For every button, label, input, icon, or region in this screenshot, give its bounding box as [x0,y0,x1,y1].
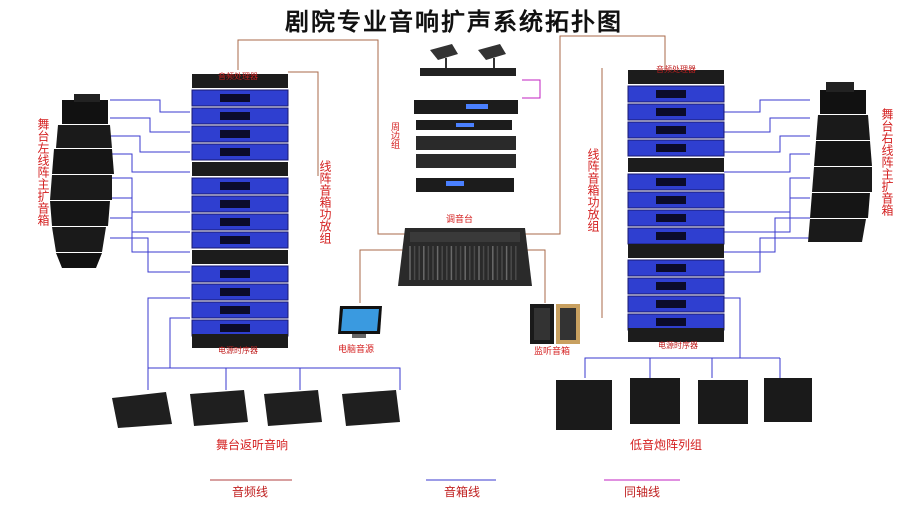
label-pc-source: 电脑音源 [338,345,375,355]
label-left-processor: 音频处理器 [218,72,258,81]
amplifier-display [220,270,250,278]
legend-audio-line: 音频线 [232,485,269,499]
signal-lines [110,35,810,390]
coax-line-mics [522,79,541,99]
left-line-array [50,94,114,268]
subwoofer-row [556,378,812,430]
label-right-sequencer: 电源时序器 [658,341,698,350]
amplifier-display [656,126,686,134]
speaker-lines-right [584,99,810,378]
amplifier-display [656,318,686,326]
speaker-lines-left [110,99,401,390]
amplifier-display [220,112,250,120]
topology-diagram: 剧院专业音响扩声系统拓扑图 [36,7,894,499]
amplifier-display [656,282,686,290]
amplifier-display [656,144,686,152]
amplifier-display [656,196,686,204]
diagram-title: 剧院专业音响扩声系统拓扑图 [285,7,623,36]
label-line-array-amp-right: 线阵音箱功放组 [586,148,600,232]
stage-monitor-row [112,390,400,428]
peripheral-rack [414,100,518,192]
label-peripheral-group: 周边组 [389,122,399,149]
diagram-canvas [50,35,872,481]
amplifier-display [656,90,686,98]
amplifier-display [220,200,250,208]
wireless-mic-receiver [420,44,516,76]
audio-line-monitor [525,249,546,303]
amplifier-display [656,232,686,240]
amplifier-display [220,218,250,226]
audio-line-right-top [525,35,666,235]
left-rack [191,74,289,348]
amplifier-display [656,264,686,272]
left-amp-group-1 [191,89,289,161]
amplifier-display [220,324,250,332]
label-right-processor: 音频处理器 [656,65,696,74]
label-monitor-speaker: 监听音箱 [534,347,571,357]
legend-speaker-line: 音箱线 [444,485,481,499]
amplifier-display [220,94,250,102]
amplifier-display [220,148,250,156]
amplifier-display [220,306,250,314]
right-rack [627,70,725,342]
label-subwoofer-array: 低音炮阵列组 [630,438,703,452]
audio-line-left-top [237,39,405,235]
label-left-sequencer: 电源时序器 [218,346,258,355]
amplifier-display [220,130,250,138]
right-line-array [808,82,872,242]
amplifier-display [220,182,250,190]
label-stage-right-main: 舞台右线阵主扩音箱 [880,108,894,216]
mixing-console [398,228,532,286]
amplifier-display [656,300,686,308]
amplifier-display [220,288,250,296]
amplifier-display [656,108,686,116]
label-line-array-amp-left: 线阵音箱功放组 [318,160,332,244]
amplifier-display [220,236,250,244]
audio-line-pc [359,249,405,303]
label-stage-left-main: 舞台左线阵主扩音箱 [36,118,50,226]
studio-monitors [530,304,580,344]
amplifier-display [656,214,686,222]
label-stage-monitor: 舞台返听音响 [216,438,289,452]
amplifier-display [656,178,686,186]
audio-line-left-rack [288,71,319,176]
pc-monitor [338,306,382,338]
legend-coax-line: 同轴线 [624,485,661,499]
label-mixer: 调音台 [446,215,474,225]
